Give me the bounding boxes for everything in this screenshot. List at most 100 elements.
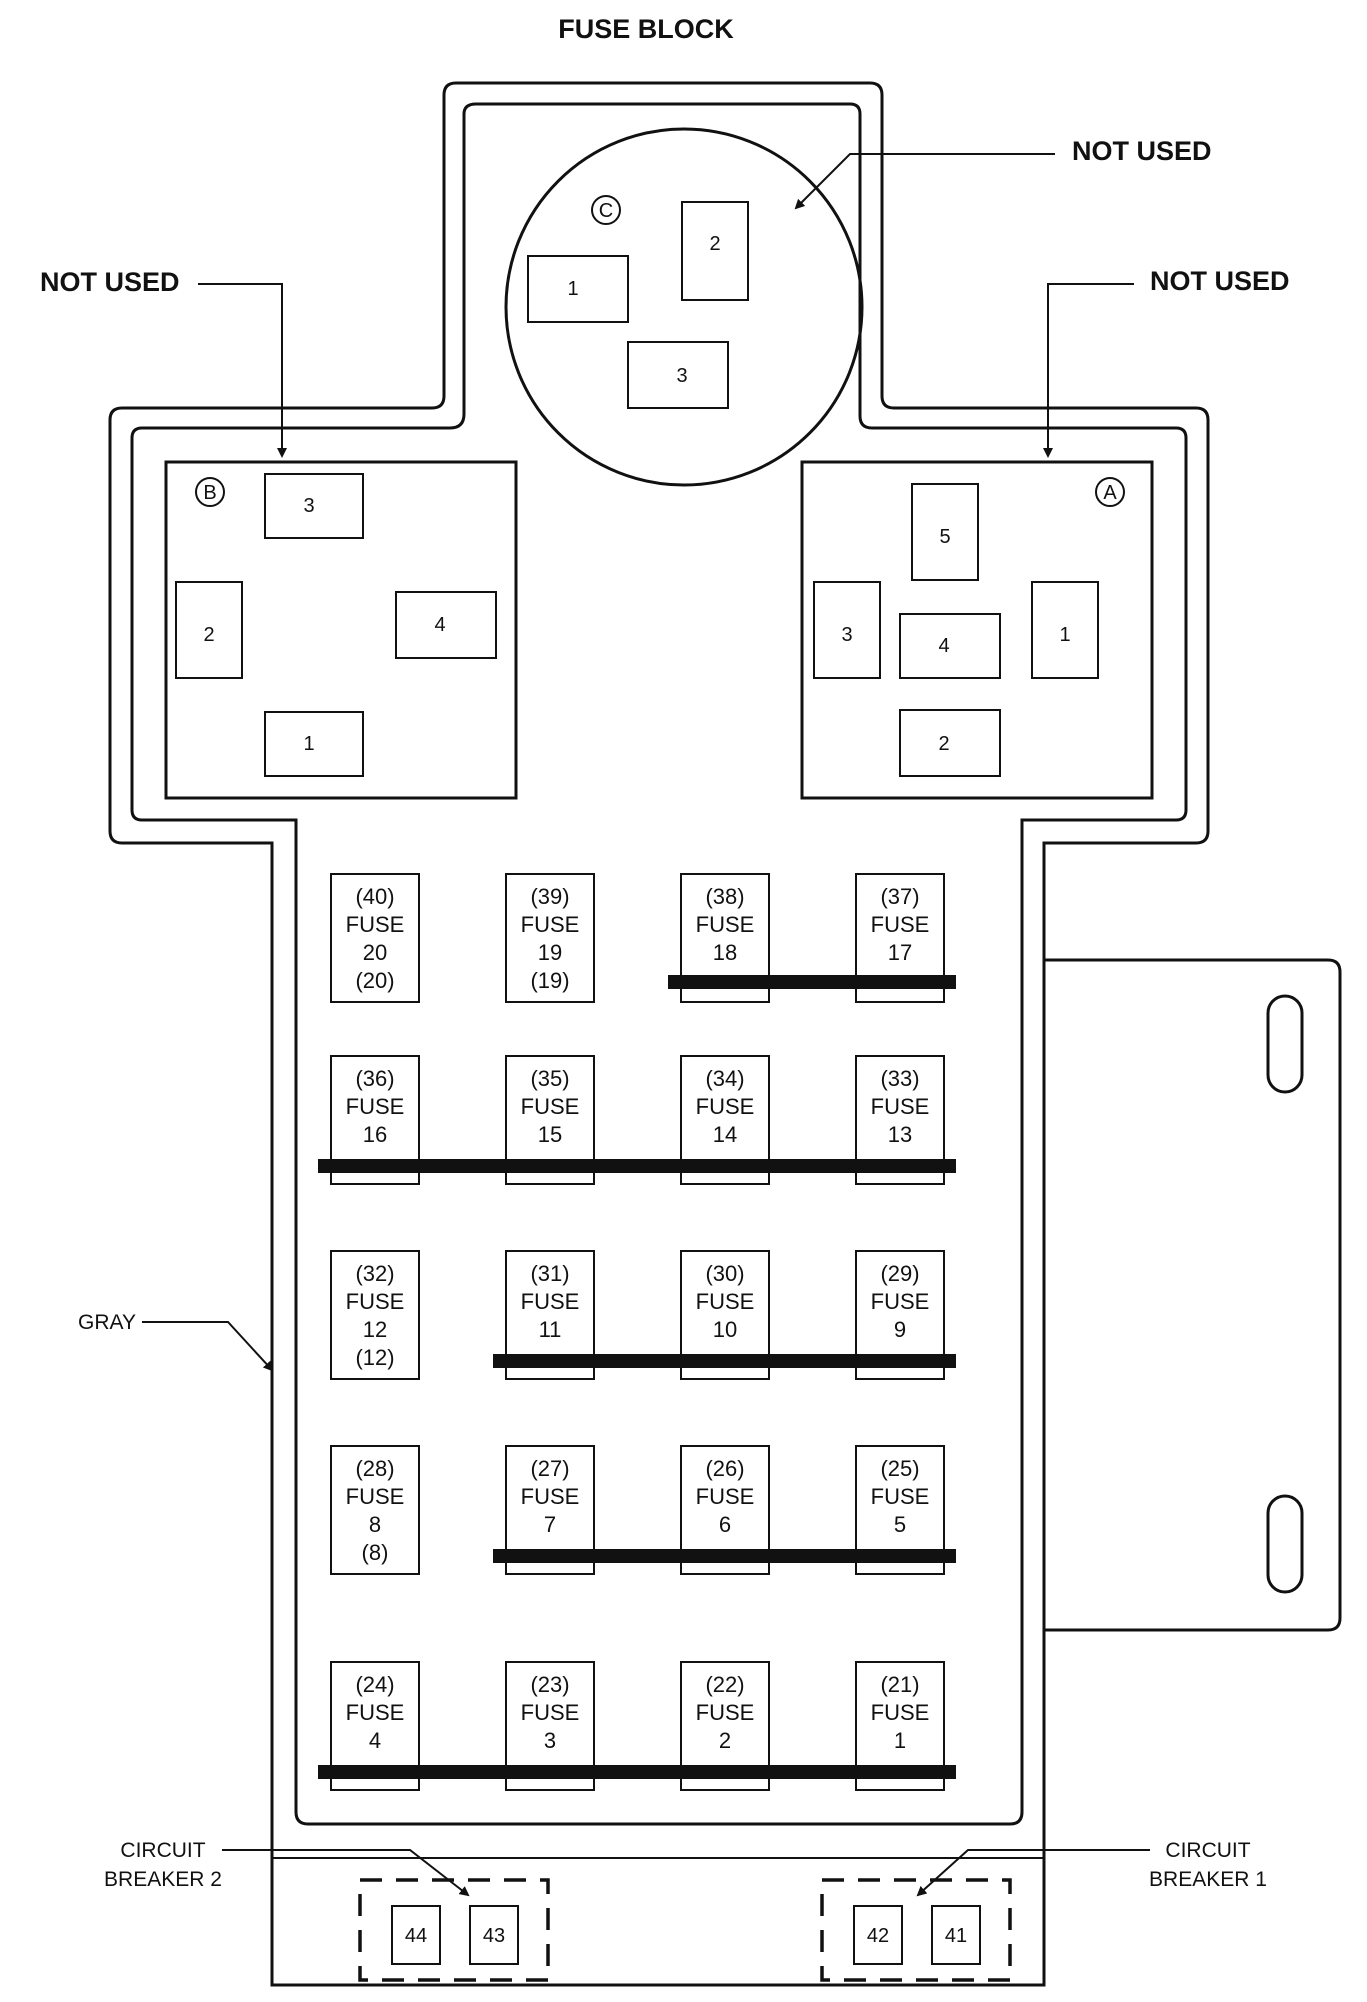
fuse-cavity-39-name: FUSE xyxy=(521,912,580,937)
fuse-cavity-40-cavity: (40) xyxy=(355,884,394,909)
fuse-cavity-32-cavity: (32) xyxy=(355,1261,394,1286)
breaker-cavity-42-label: 42 xyxy=(867,1925,889,1947)
breaker-cavity-41 xyxy=(931,1905,981,1965)
fuse-cavity-27-cavity: (27) xyxy=(530,1456,569,1481)
fuse-cavity-32-extra: (12) xyxy=(355,1345,394,1370)
fuse-cavity-40: (40) FUSE 20 (20) xyxy=(330,873,420,1003)
fuse-cavity-39-cavity: (39) xyxy=(530,884,569,909)
connector-c-cavity-1 xyxy=(527,255,629,323)
leader-gray xyxy=(142,1321,274,1372)
fuse-cavity-38-name: FUSE xyxy=(696,912,755,937)
fuse-cavity-40-body xyxy=(330,873,420,1003)
leader-circuit-breaker-2 xyxy=(222,1849,470,1897)
fuse-cavity-24-cavity: (24) xyxy=(355,1672,394,1697)
leader-not-used-left xyxy=(198,283,287,458)
fuse-cavity-26-number: 6 xyxy=(719,1512,731,1537)
bus-bar-row-5 xyxy=(318,1765,956,1779)
fuse-cavity-34-cavity: (34) xyxy=(705,1066,744,1091)
fuse-cavity-36-number: 16 xyxy=(363,1122,387,1147)
fuse-cavity-28-cavity: (28) xyxy=(355,1456,394,1481)
connector-a-cavity-2-label: 2 xyxy=(938,733,949,755)
fuse-cavity-21-name: FUSE xyxy=(871,1700,930,1725)
fuse-cavity-25-name: FUSE xyxy=(871,1484,930,1509)
fuse-cavity-28-body xyxy=(330,1445,420,1575)
connector-b-cavity-1 xyxy=(264,711,364,777)
mounting-slot-lower xyxy=(1266,1494,1304,1594)
connector-b-cavity-4 xyxy=(395,591,497,659)
fuse-cavity-22-name: FUSE xyxy=(696,1700,755,1725)
fuse-cavity-30-name: FUSE xyxy=(696,1289,755,1314)
fuse-cavity-31-cavity: (31) xyxy=(530,1261,569,1286)
fuse-cavity-40-extra: (20) xyxy=(355,968,394,993)
fuse-cavity-31-number: 11 xyxy=(539,1317,562,1342)
connector-b-cavity-4-label: 4 xyxy=(434,614,445,636)
mounting-bracket xyxy=(1044,958,1342,1632)
fuse-cavity-28-name: FUSE xyxy=(346,1484,405,1509)
leader-circuit-breaker-1 xyxy=(916,1849,1150,1897)
fuse-cavity-35-number: 15 xyxy=(538,1122,562,1147)
connector-a-mark-ring xyxy=(1095,477,1125,507)
connector-a-cavity-5 xyxy=(911,483,979,581)
fuse-cavity-25-cavity: (25) xyxy=(880,1456,919,1481)
callout-circuit-breaker-1-line1: CIRCUIT xyxy=(1165,1839,1250,1862)
callout-circuit-breaker-1-line2: BREAKER 1 xyxy=(1149,1868,1267,1891)
breaker-cavity-43 xyxy=(469,1905,519,1965)
breaker-cavity-44 xyxy=(391,1905,441,1965)
connector-b-cavity-2 xyxy=(175,581,243,679)
connector-b: B 3 2 4 1 xyxy=(164,460,518,800)
connector-a-cavity-5-label: 5 xyxy=(939,526,950,548)
fuse-cavity-22-number: 2 xyxy=(719,1728,731,1753)
callout-not-used-top: NOT USED xyxy=(1072,136,1212,166)
connector-b-cavity-3-label: 3 xyxy=(303,495,314,517)
fuse-cavity-30-cavity: (30) xyxy=(705,1261,744,1286)
breaker-cavity-42 xyxy=(853,1905,903,1965)
circuit-breaker-2-group: 44 43 xyxy=(358,1878,550,1982)
connector-b-cavity-1-label: 1 xyxy=(303,733,314,755)
diagram-title: FUSE BLOCK xyxy=(558,14,734,44)
fuse-cavity-40-number: 20 xyxy=(363,940,387,965)
connector-b-cavity-3 xyxy=(264,473,364,539)
fuse-cavity-33-number: 13 xyxy=(888,1122,912,1147)
fuse-cavity-26-name: FUSE xyxy=(696,1484,755,1509)
fuse-cavity-27-name: FUSE xyxy=(521,1484,580,1509)
fuse-cavity-38-number: 18 xyxy=(713,940,737,965)
housing-inner-outline xyxy=(130,102,1188,1826)
leader-not-used-right xyxy=(1043,283,1134,458)
circuit-breaker-1-group: 42 41 xyxy=(820,1878,1012,1982)
connector-c-cavity-3-label: 3 xyxy=(676,365,687,387)
fuse-cavity-26-cavity: (26) xyxy=(705,1456,744,1481)
fuse-cavity-34-number: 14 xyxy=(713,1122,737,1147)
fuse-cavity-40-name: FUSE xyxy=(346,912,405,937)
fuse-cavity-29-cavity: (29) xyxy=(880,1261,919,1286)
fuse-cavity-33-cavity: (33) xyxy=(880,1066,919,1091)
fuse-cavity-30-number: 10 xyxy=(713,1317,737,1342)
circuit-breaker-2-outline xyxy=(358,1878,550,1982)
fuse-cavity-23-cavity: (23) xyxy=(530,1672,569,1697)
connector-a-cavity-3 xyxy=(813,581,881,679)
bus-bar-row-2 xyxy=(318,1159,956,1173)
callout-not-used-left: NOT USED xyxy=(40,267,180,297)
fuse-cavity-32-body xyxy=(330,1250,420,1380)
fuse-cavity-39-extra: (19) xyxy=(530,968,569,993)
connector-a-cavity-3-label: 3 xyxy=(841,624,852,646)
fuse-cavity-23-name: FUSE xyxy=(521,1700,580,1725)
bus-bar-row-1 xyxy=(668,975,956,989)
connector-c-cavity-2 xyxy=(681,201,749,301)
connector-b-body xyxy=(164,460,518,800)
fuse-cavity-25-number: 5 xyxy=(894,1512,906,1537)
breaker-cavity-44-label: 44 xyxy=(405,1925,427,1947)
breaker-cavity-41-label: 41 xyxy=(945,1925,967,1947)
circuit-breaker-1-outline xyxy=(820,1878,1012,1982)
fuse-cavity-32-number: 12 xyxy=(363,1317,387,1342)
callout-circuit-breaker-2-line1: CIRCUIT xyxy=(120,1839,205,1862)
callout-gray: GRAY xyxy=(78,1311,136,1334)
housing-outer-outline xyxy=(108,81,1210,1987)
fuse-cavity-29-number: 9 xyxy=(894,1317,906,1342)
fuse-cavity-28-extra: (8) xyxy=(362,1540,389,1565)
fuse-cavity-22-cavity: (22) xyxy=(705,1672,744,1697)
connector-a-body xyxy=(800,460,1154,800)
